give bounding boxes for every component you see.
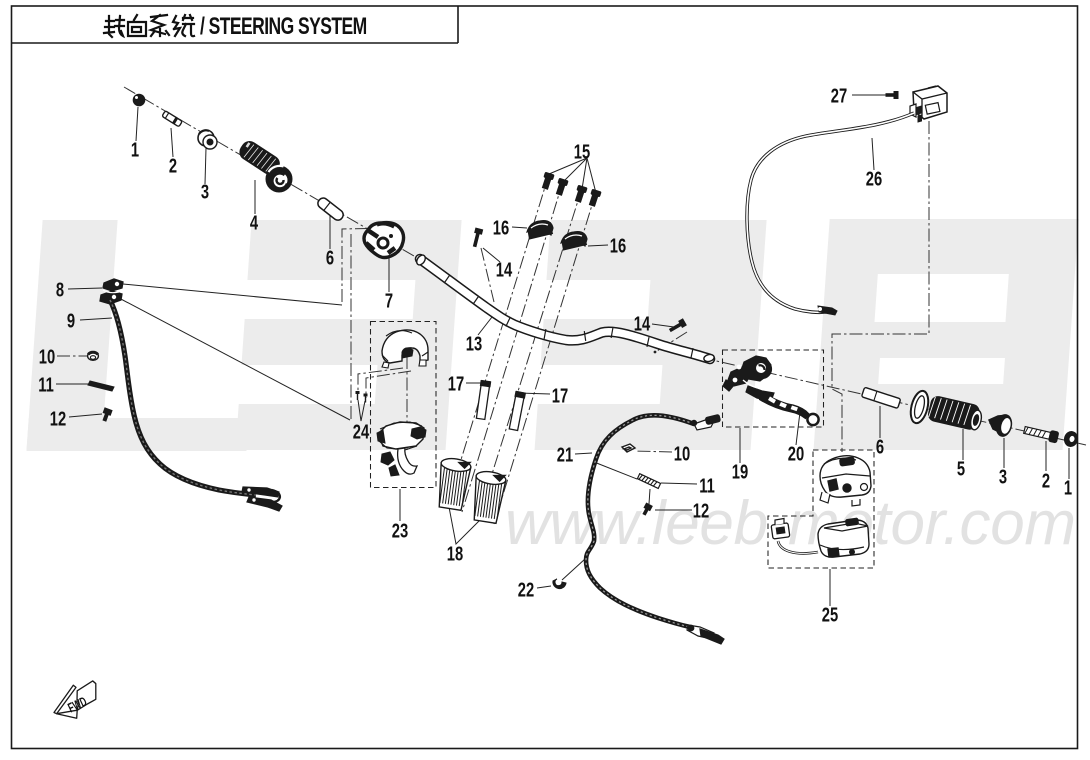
svg-text:7: 7 [385, 289, 393, 312]
svg-text:18: 18 [447, 542, 463, 565]
svg-text:25: 25 [822, 603, 838, 626]
svg-text:9: 9 [67, 309, 75, 332]
svg-text:12: 12 [693, 499, 709, 522]
svg-text:14: 14 [634, 312, 650, 335]
svg-text:23: 23 [392, 519, 408, 542]
svg-text:11: 11 [699, 474, 715, 497]
svg-text:26: 26 [866, 167, 882, 190]
svg-text:2: 2 [169, 154, 177, 177]
svg-text:5: 5 [957, 457, 965, 480]
svg-text:8: 8 [56, 278, 64, 301]
svg-text:6: 6 [326, 246, 334, 269]
svg-text:1: 1 [131, 138, 139, 161]
svg-text:11: 11 [38, 373, 54, 396]
svg-text:1: 1 [1064, 476, 1072, 499]
svg-text:10: 10 [674, 442, 690, 465]
svg-text:16: 16 [610, 234, 626, 257]
svg-text:13: 13 [466, 332, 482, 355]
svg-text:12: 12 [50, 407, 66, 430]
svg-text:17: 17 [552, 384, 568, 407]
svg-text:4: 4 [250, 211, 258, 234]
svg-text:10: 10 [39, 345, 55, 368]
svg-text:3: 3 [999, 465, 1007, 488]
svg-text:19: 19 [732, 460, 748, 483]
svg-text:6: 6 [876, 435, 884, 458]
svg-text:21: 21 [557, 443, 573, 466]
svg-text:16: 16 [493, 216, 509, 239]
svg-text:22: 22 [518, 578, 534, 601]
svg-text:24: 24 [353, 420, 369, 443]
svg-text:27: 27 [831, 84, 847, 107]
svg-text:/ STEERING SYSTEM: / STEERING SYSTEM [200, 13, 367, 39]
svg-text:17: 17 [448, 372, 464, 395]
svg-text:14: 14 [496, 258, 512, 281]
svg-text:20: 20 [788, 442, 804, 465]
svg-text:2: 2 [1042, 469, 1050, 492]
svg-text:3: 3 [201, 180, 209, 203]
svg-text:www.leeb-motor.com: www.leeb-motor.com [505, 489, 1076, 558]
svg-text:15: 15 [574, 140, 590, 163]
